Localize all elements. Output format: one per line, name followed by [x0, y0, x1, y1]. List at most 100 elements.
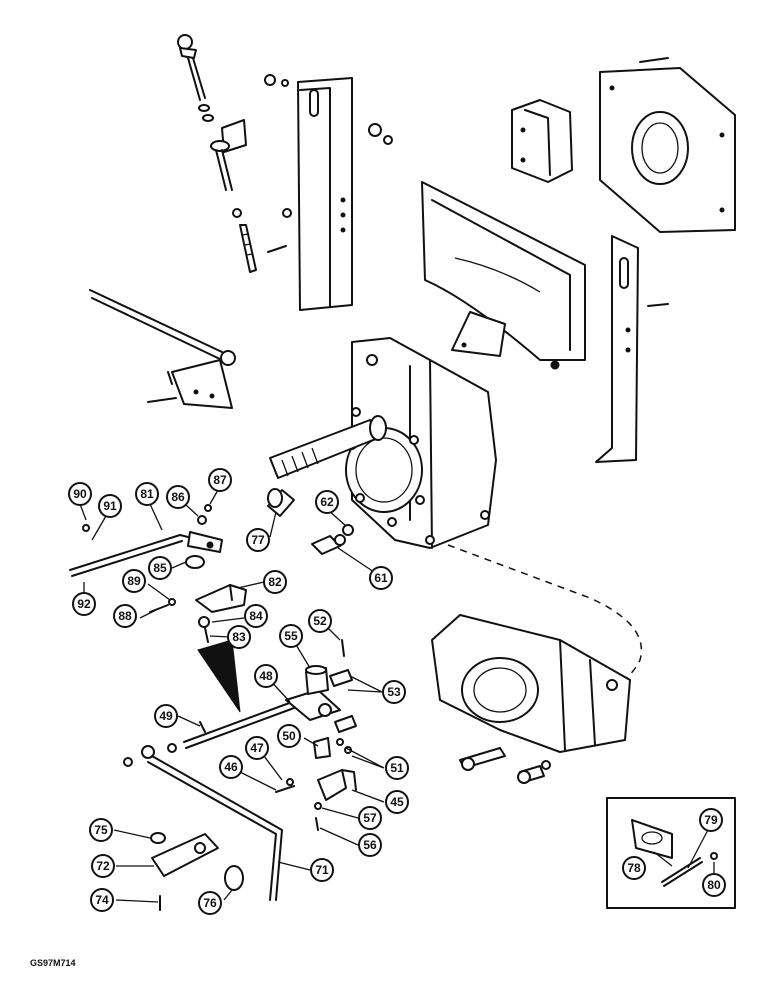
- shield: [421, 181, 586, 370]
- bushing-76: [224, 865, 244, 891]
- callout-56: 56: [358, 833, 382, 857]
- nut-89: [168, 598, 176, 606]
- bolt-56: [315, 817, 319, 831]
- callout-label: 56: [363, 838, 377, 852]
- callout-49: 49: [154, 704, 178, 728]
- triangle-plate: [451, 311, 506, 357]
- callout-76: 76: [198, 891, 222, 915]
- callout-75: 75: [89, 818, 113, 842]
- callout-label: 80: [707, 878, 721, 892]
- callout-label: 75: [94, 823, 108, 837]
- callout-label: 76: [203, 896, 217, 910]
- callout-label: 91: [103, 499, 117, 513]
- callout-label: 49: [159, 709, 173, 723]
- callout-90: 90: [68, 482, 92, 506]
- callout-80: 80: [702, 873, 726, 897]
- callout-48: 48: [254, 664, 278, 688]
- rod-48: [183, 689, 341, 749]
- callout-45: 45: [385, 790, 409, 814]
- callout-label: 47: [250, 741, 264, 755]
- callout-87: 87: [208, 468, 232, 492]
- nut-47: [286, 778, 294, 786]
- callout-label: 55: [284, 629, 298, 643]
- callout-88: 88: [113, 604, 137, 628]
- callout-label: 86: [171, 490, 185, 504]
- mounting-bracket: [511, 99, 573, 183]
- callout-89: 89: [122, 569, 146, 593]
- callout-82: 82: [263, 570, 287, 594]
- bolt-46: [275, 785, 295, 793]
- washer-87: [204, 504, 212, 512]
- long-bolt: [89, 289, 236, 409]
- callout-77: 77: [246, 528, 270, 552]
- callout-label: 62: [320, 495, 334, 509]
- callout-label: 51: [390, 761, 404, 775]
- callout-label: 81: [140, 487, 154, 501]
- gearbox: [269, 337, 497, 549]
- callout-46: 46: [219, 755, 243, 779]
- bolt-83: [204, 627, 209, 643]
- fitting: [311, 534, 346, 555]
- callout-label: 85: [153, 561, 167, 575]
- callout-label: 82: [268, 575, 282, 589]
- callout-72: 72: [91, 854, 115, 878]
- left-upright-channel: [264, 74, 393, 311]
- callout-85: 85: [148, 556, 172, 580]
- callout-label: 45: [390, 795, 404, 809]
- callout-label: 74: [95, 893, 109, 907]
- block-50: [313, 737, 352, 759]
- callout-label: 87: [213, 473, 227, 487]
- callout-label: 57: [363, 811, 377, 825]
- callout-51: 51: [385, 756, 409, 780]
- bracket-82: [195, 584, 247, 613]
- washer-84: [198, 616, 210, 628]
- callout-label: 72: [96, 859, 110, 873]
- callout-label: 79: [704, 813, 718, 827]
- callout-71: 71: [310, 858, 334, 882]
- callout-55: 55: [279, 624, 303, 648]
- callout-81: 81: [135, 482, 159, 506]
- block-55: [305, 665, 329, 695]
- rod-71: [123, 743, 283, 901]
- callout-label: 78: [627, 861, 641, 875]
- callout-label: 48: [259, 669, 273, 683]
- cover-plate: [599, 57, 736, 233]
- drawing-id: GS97M714: [30, 958, 76, 968]
- callout-label: 61: [374, 571, 388, 585]
- callout-label: 88: [118, 609, 132, 623]
- callout-57: 57: [358, 806, 382, 830]
- callout-53: 53: [382, 680, 406, 704]
- nut-75: [150, 832, 166, 844]
- callout-86: 86: [166, 485, 190, 509]
- callout-62: 62: [315, 490, 339, 514]
- callout-label: 77: [251, 533, 265, 547]
- nut-85: [185, 555, 205, 569]
- callout-label: 83: [232, 630, 246, 644]
- callout-label: 46: [224, 760, 238, 774]
- direction-arrow: [197, 639, 241, 713]
- bell-housing: [431, 614, 631, 784]
- callout-52: 52: [308, 609, 332, 633]
- bracket-72: [151, 833, 219, 877]
- callout-label: 53: [387, 685, 401, 699]
- callout-label: 52: [313, 614, 327, 628]
- o-ring: [342, 524, 354, 536]
- plates-53: [329, 669, 357, 733]
- callout-83: 83: [227, 625, 251, 649]
- bushing: [267, 488, 295, 517]
- right-upright-channel: [595, 235, 669, 463]
- callout-label: 92: [77, 597, 91, 611]
- callout-label: 71: [315, 863, 329, 877]
- callout-92: 92: [72, 592, 96, 616]
- screw-52: [341, 639, 345, 657]
- callout-91: 91: [98, 494, 122, 518]
- callout-61: 61: [369, 566, 393, 590]
- shift-rod-assembly: [177, 34, 257, 273]
- callout-47: 47: [245, 736, 269, 760]
- callout-label: 84: [249, 609, 263, 623]
- callout-label: 89: [127, 574, 141, 588]
- callout-79: 79: [699, 808, 723, 832]
- callout-50: 50: [277, 724, 301, 748]
- callout-84: 84: [244, 604, 268, 628]
